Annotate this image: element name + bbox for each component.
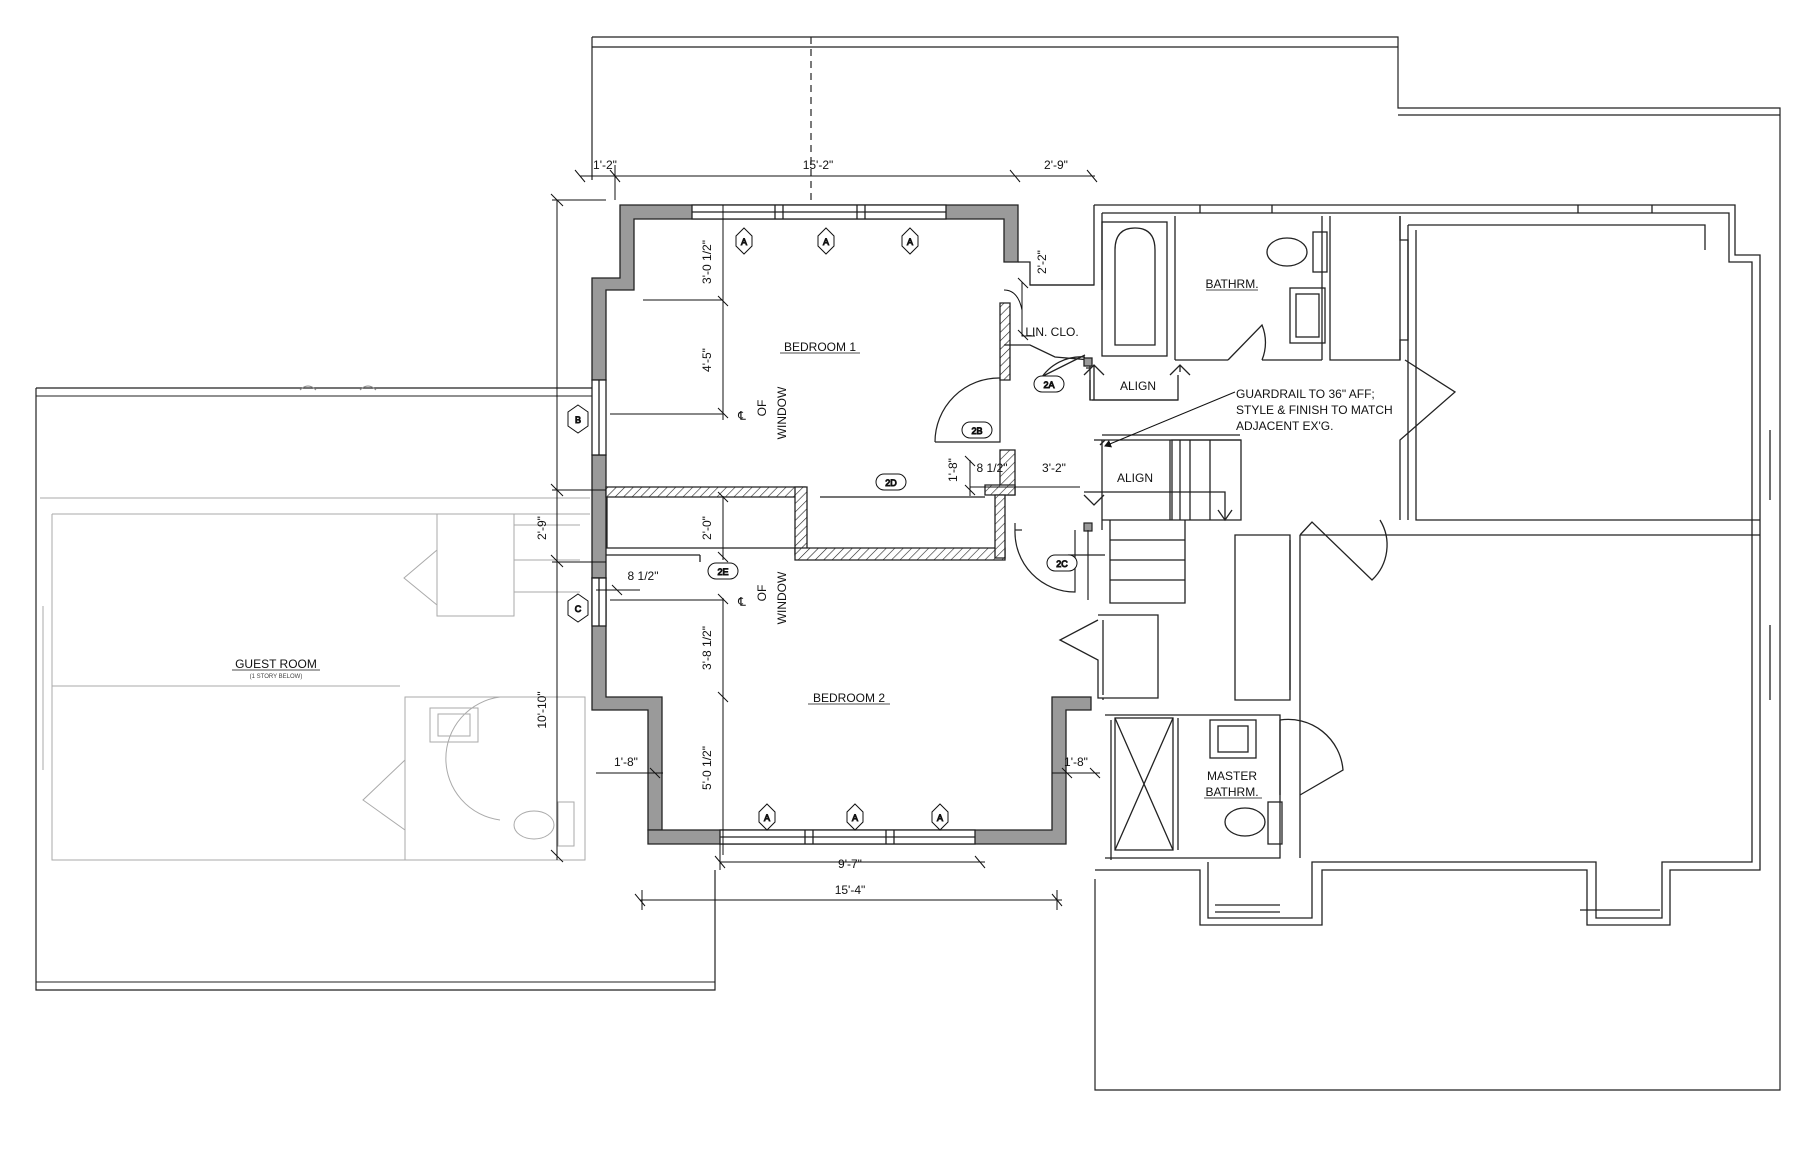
guest-room-note: (1 STORY BELOW) <box>250 674 303 680</box>
stair-guardrail <box>1083 364 1241 530</box>
dim-bed1-window-sill: 3'-0 1/2" <box>700 240 714 284</box>
master-bath-label-2: BATHRM. <box>1205 785 1258 799</box>
door-tag-2c: 2C <box>1046 554 1078 572</box>
roof-outline <box>591 36 1781 1091</box>
window-tag-a-3: A <box>901 227 919 255</box>
room-labels: BEDROOM 1 BEDROOM 2 GUEST ROOM (1 STORY … <box>232 277 1262 799</box>
door-tag-2e: 2E <box>707 562 739 580</box>
svg-text:A: A <box>741 237 747 247</box>
guardrail-note-line-3: ADJACENT EX'G. <box>1236 419 1333 433</box>
dim-bed2-wall-to-window: 5'-0 1/2" <box>700 746 714 790</box>
dim-top-left: 1'-2" <box>593 158 617 172</box>
guest-room-label: GUEST ROOM <box>235 657 317 671</box>
guardrail-note-line-1: GUARDRAIL TO 36" AFF; <box>1236 387 1375 401</box>
bathroom-label: BATHRM. <box>1205 277 1258 291</box>
svg-text:2C: 2C <box>1056 559 1068 569</box>
align-note-lower: ALIGN <box>1117 471 1153 485</box>
door-tag-2d: 2D <box>875 473 907 491</box>
dim-top-overall: 15'-2" <box>803 158 834 172</box>
dim-linen-depth: 2'-2" <box>1035 250 1049 274</box>
dim-closet-small: 1'-8" <box>946 458 960 482</box>
dim-stair-offset: 3'-2" <box>1042 461 1066 475</box>
svg-text:2B: 2B <box>971 426 982 436</box>
dim-bed2-cl-to-wall: 3'-8 1/2" <box>700 626 714 670</box>
svg-text:A: A <box>823 237 829 247</box>
svg-text:B: B <box>575 415 581 425</box>
door-tag-2b: 2B <box>961 421 993 439</box>
centerline-symbol-upper: ℄ <box>737 409 746 423</box>
dim-top-right: 2'-9" <box>1044 158 1068 172</box>
door-tag-2a: 2A <box>1033 375 1065 393</box>
window-tag-a-1: A <box>735 227 753 255</box>
door-swings <box>934 377 1105 600</box>
centerline-of-upper: OF <box>755 400 769 417</box>
centerline-window-upper: WINDOW <box>775 386 789 439</box>
new-walls <box>591 204 1092 845</box>
dim-bed1-window-to-cl: 4'-5" <box>700 348 714 372</box>
dim-left-overall: 10'-10" <box>535 691 549 728</box>
centerline-of-lower: OF <box>755 585 769 602</box>
svg-text:A: A <box>907 237 913 247</box>
svg-text:A: A <box>937 813 943 823</box>
svg-text:A: A <box>764 813 770 823</box>
dim-hall-jog: 8 1/2" <box>628 569 659 583</box>
align-note-upper: ALIGN <box>1120 379 1156 393</box>
window-tag-a-2: A <box>817 227 835 255</box>
centerline-symbol-lower: ℄ <box>737 595 746 609</box>
window-tag-a-5: A <box>846 803 864 831</box>
window-tag-b: B <box>567 404 589 434</box>
guardrail-note-line-2: STYLE & FINISH TO MATCH <box>1236 403 1393 417</box>
master-bath-label-1: MASTER <box>1207 769 1257 783</box>
notes: ALIGN ALIGN GUARDRAIL TO 36" AFF; STYLE … <box>1117 379 1393 485</box>
window-tag-c: C <box>567 593 589 623</box>
bedroom-1-label: BEDROOM 1 <box>784 340 856 354</box>
linen-closet <box>1004 261 1179 401</box>
guest-room-wing <box>35 385 716 991</box>
centerline-window-lower: WINDOW <box>775 571 789 624</box>
dim-bed2-right-jog: 1'-8" <box>1064 755 1088 769</box>
svg-text:2D: 2D <box>885 478 897 488</box>
dimension-labels: 1'-2" 15'-2" 2'-9" 2'-2" 3'-0 1/2" 4'-5"… <box>535 158 1088 897</box>
dim-hall-left: 2'-9" <box>535 516 549 540</box>
bedroom-2-label: BEDROOM 2 <box>813 691 885 705</box>
dimension-lines <box>550 165 1236 910</box>
svg-text:2A: 2A <box>1043 380 1054 390</box>
centerline-labels: ℄ OF WINDOW ℄ OF WINDOW <box>737 386 789 624</box>
door-tags: 2A 2B 2C 2D 2E <box>707 375 1078 580</box>
svg-text:C: C <box>575 604 582 614</box>
dim-bottom-overall: 15'-4" <box>835 883 866 897</box>
dim-hall-width: 2'-0" <box>700 516 714 540</box>
window-tag-a-4: A <box>758 803 776 831</box>
svg-text:A: A <box>852 813 858 823</box>
dim-bed2-left-jog: 1'-8" <box>614 755 638 769</box>
window-tag-a-6: A <box>931 803 949 831</box>
svg-text:2E: 2E <box>717 567 728 577</box>
dim-bottom-window: 9'-7" <box>838 857 862 871</box>
window-tags: A A A B C A A A <box>567 227 949 831</box>
linen-closet-label: LIN. CLO. <box>1025 325 1078 339</box>
existing-rooms-right <box>1030 204 1771 926</box>
dim-wall-thickness: 8 1/2" <box>977 461 1008 475</box>
